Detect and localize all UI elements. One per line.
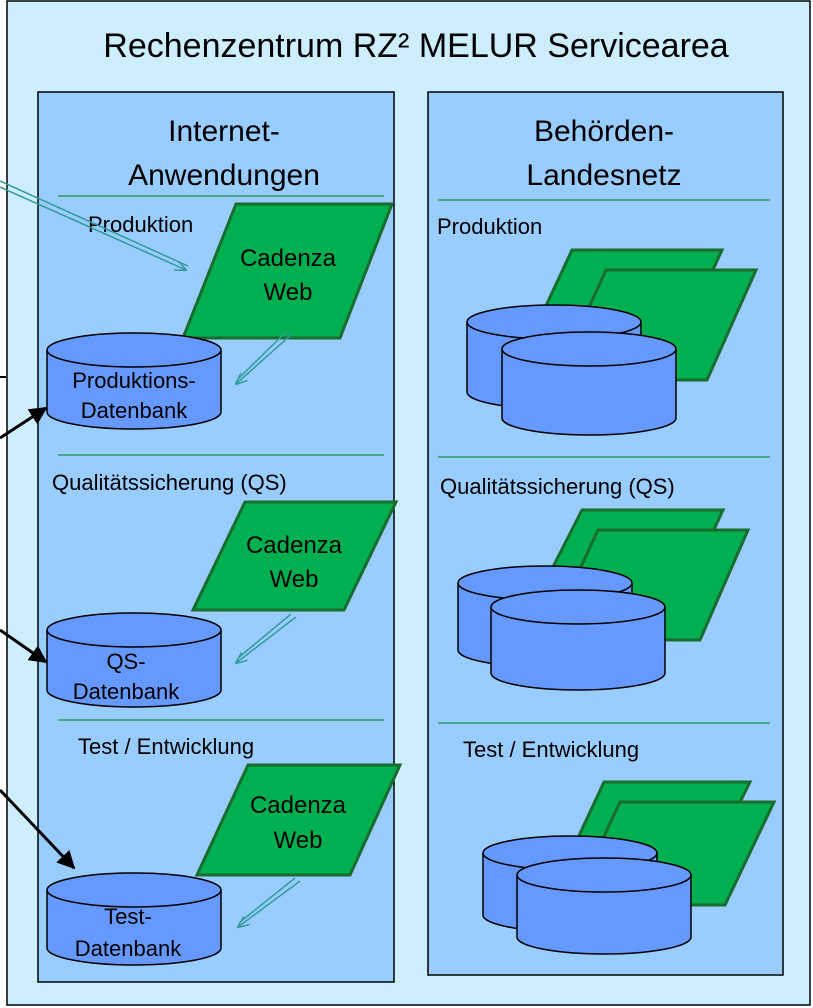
servicearea-title: Rechenzentrum RZ² MELUR Servicearea — [103, 27, 729, 65]
svg-text:Web: Web — [274, 827, 323, 854]
left-prod-cadenza-web: Cadenza Web — [180, 202, 395, 340]
svg-text:Cadenza: Cadenza — [240, 245, 337, 272]
right-section-label-produktion: Produktion — [437, 214, 542, 239]
right-test-db-stack — [482, 835, 692, 955]
svg-text:Produktions-: Produktions- — [72, 368, 196, 393]
svg-text:Cadenza: Cadenza — [250, 792, 347, 819]
svg-text:Datenbank: Datenbank — [75, 936, 182, 961]
left-test-cadenza-web: Cadenza Web — [194, 763, 403, 877]
svg-text:Datenbank: Datenbank — [73, 679, 180, 704]
connector-external-to-prod-web — [0, 180, 188, 270]
right-prod-db-stack — [466, 304, 677, 436]
connector-qs-web-to-db — [236, 613, 297, 663]
left-qs-datenbank: QS- Datenbank — [46, 612, 222, 708]
left-section-label-test: Test / Entwicklung — [78, 734, 254, 759]
connector-prod-web-to-db — [236, 330, 293, 384]
left-panel-heading-line2: Anwendungen — [128, 159, 320, 192]
left-section-label-qs: Qualitätssicherung (QS) — [52, 470, 287, 495]
arrow-external-to-qs-db — [0, 628, 48, 664]
arrow-external-to-prod-db — [0, 406, 48, 440]
svg-text:Web: Web — [270, 566, 319, 593]
connector-test-web-to-db — [238, 877, 301, 927]
svg-text:QS-: QS- — [106, 649, 145, 674]
right-section-label-test: Test / Entwicklung — [463, 737, 639, 762]
right-qs-db-stack — [457, 565, 666, 691]
left-test-datenbank: Test- Datenbank — [46, 872, 222, 966]
left-prod-datenbank: Produktions- Datenbank — [46, 332, 222, 430]
left-section-label-produktion: Produktion — [88, 212, 193, 237]
right-section-label-qs: Qualitätssicherung (QS) — [440, 474, 675, 499]
svg-text:Test-: Test- — [104, 904, 152, 929]
svg-text:Datenbank: Datenbank — [81, 398, 188, 423]
svg-text:Web: Web — [264, 279, 313, 306]
left-panel-heading-line1: Internet- — [168, 115, 280, 148]
right-panel-heading-line2: Landesnetz — [526, 159, 681, 192]
right-panel-heading-line1: Behörden- — [534, 115, 674, 148]
svg-text:Cadenza: Cadenza — [246, 532, 343, 559]
arrow-external-to-test-db — [0, 788, 76, 870]
left-qs-cadenza-web: Cadenza Web — [190, 500, 399, 612]
